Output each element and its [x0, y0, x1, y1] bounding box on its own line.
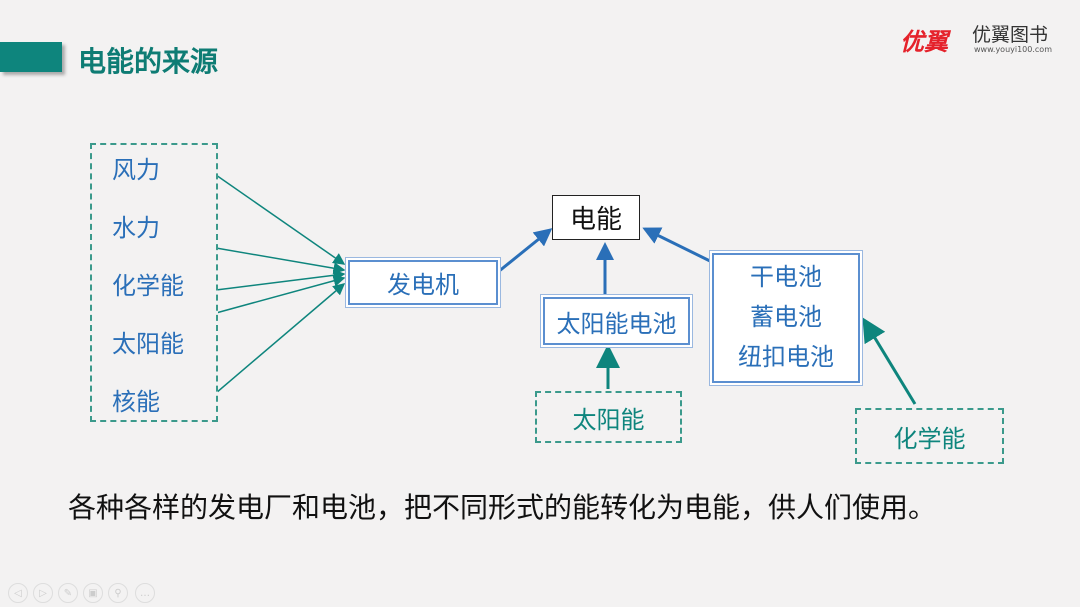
- source-chemical: 化学能: [112, 272, 184, 300]
- battery-button: 纽扣电池: [738, 343, 834, 371]
- arrow-chemical-battery: [862, 317, 917, 405]
- source-water: 水力: [112, 214, 160, 242]
- battery-storage: 蓄电池: [750, 303, 822, 331]
- batteries-box: 干电池 蓄电池 纽扣电池: [712, 253, 860, 383]
- solar-cell-box: 太阳能电池: [543, 297, 690, 345]
- slides-icon[interactable]: ▣: [83, 583, 103, 603]
- chemical-energy-box: 化学能: [855, 408, 1004, 464]
- next-icon[interactable]: ▷: [33, 583, 53, 603]
- title-bar-decoration: [0, 42, 62, 72]
- arrow-battery-electric: [642, 227, 713, 264]
- arrow-wind: [215, 174, 346, 265]
- source-solar: 太阳能: [112, 330, 184, 358]
- source-arrows: [215, 174, 346, 394]
- electric-energy-box: 电能: [552, 195, 640, 240]
- summary-text: 各种各样的发电厂和电池，把不同形式的能转化为电能，供人们使用。: [68, 491, 937, 524]
- page-title: 电能的来源: [78, 45, 219, 78]
- solar-energy-box: 太阳能: [535, 391, 682, 443]
- arrow-water: [215, 247, 346, 275]
- arrow-solar: [215, 274, 346, 314]
- arrow-chemical: [215, 269, 346, 291]
- arrow-generator-electric: [497, 228, 553, 274]
- brand-url: www.youyi100.com: [974, 45, 1052, 54]
- source-nuclear: 核能: [112, 388, 160, 416]
- zoom-icon[interactable]: ⚲: [108, 583, 128, 603]
- arrow-nuclear: [215, 283, 346, 394]
- source-wind: 风力: [112, 156, 160, 184]
- pen-icon[interactable]: ✎: [58, 583, 78, 603]
- generator-box: 发电机: [348, 260, 498, 305]
- logo: 优翼: [900, 28, 948, 56]
- energy-sources-box: 风力 水力 化学能 太阳能 核能: [90, 143, 218, 422]
- prev-icon[interactable]: ◁: [8, 583, 28, 603]
- battery-dry: 干电池: [750, 263, 822, 291]
- brand-name: 优翼图书: [972, 24, 1049, 46]
- more-icon[interactable]: …: [135, 583, 155, 603]
